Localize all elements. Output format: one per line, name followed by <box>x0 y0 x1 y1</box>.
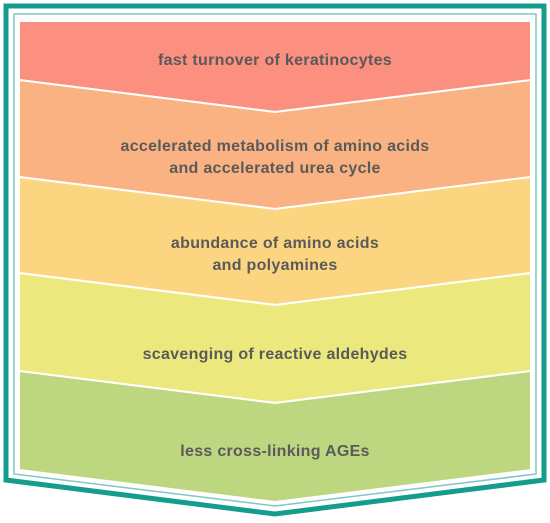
step-4-label-line-1: scavenging of reactive aldehydes <box>143 346 408 363</box>
step-2-label-line-1: accelerated metabolism of amino acids <box>121 138 430 155</box>
inner-frame <box>13 13 537 507</box>
step-2-label-line-2: and accelerated urea cycle <box>169 160 380 177</box>
step-chevron-5 <box>18 369 532 504</box>
step-3-label-line-1: abundance of amino acids <box>171 235 379 252</box>
step-5-label-line-1: less cross-linking AGEs <box>180 443 370 460</box>
step-1-label-line-1: fast turnover of keratinocytes <box>158 52 392 69</box>
step-list: fast turnover of keratinocytes accelerate… <box>18 20 532 504</box>
step-3-label-line-2: and polyamines <box>212 257 337 274</box>
outer-frame <box>3 3 547 517</box>
